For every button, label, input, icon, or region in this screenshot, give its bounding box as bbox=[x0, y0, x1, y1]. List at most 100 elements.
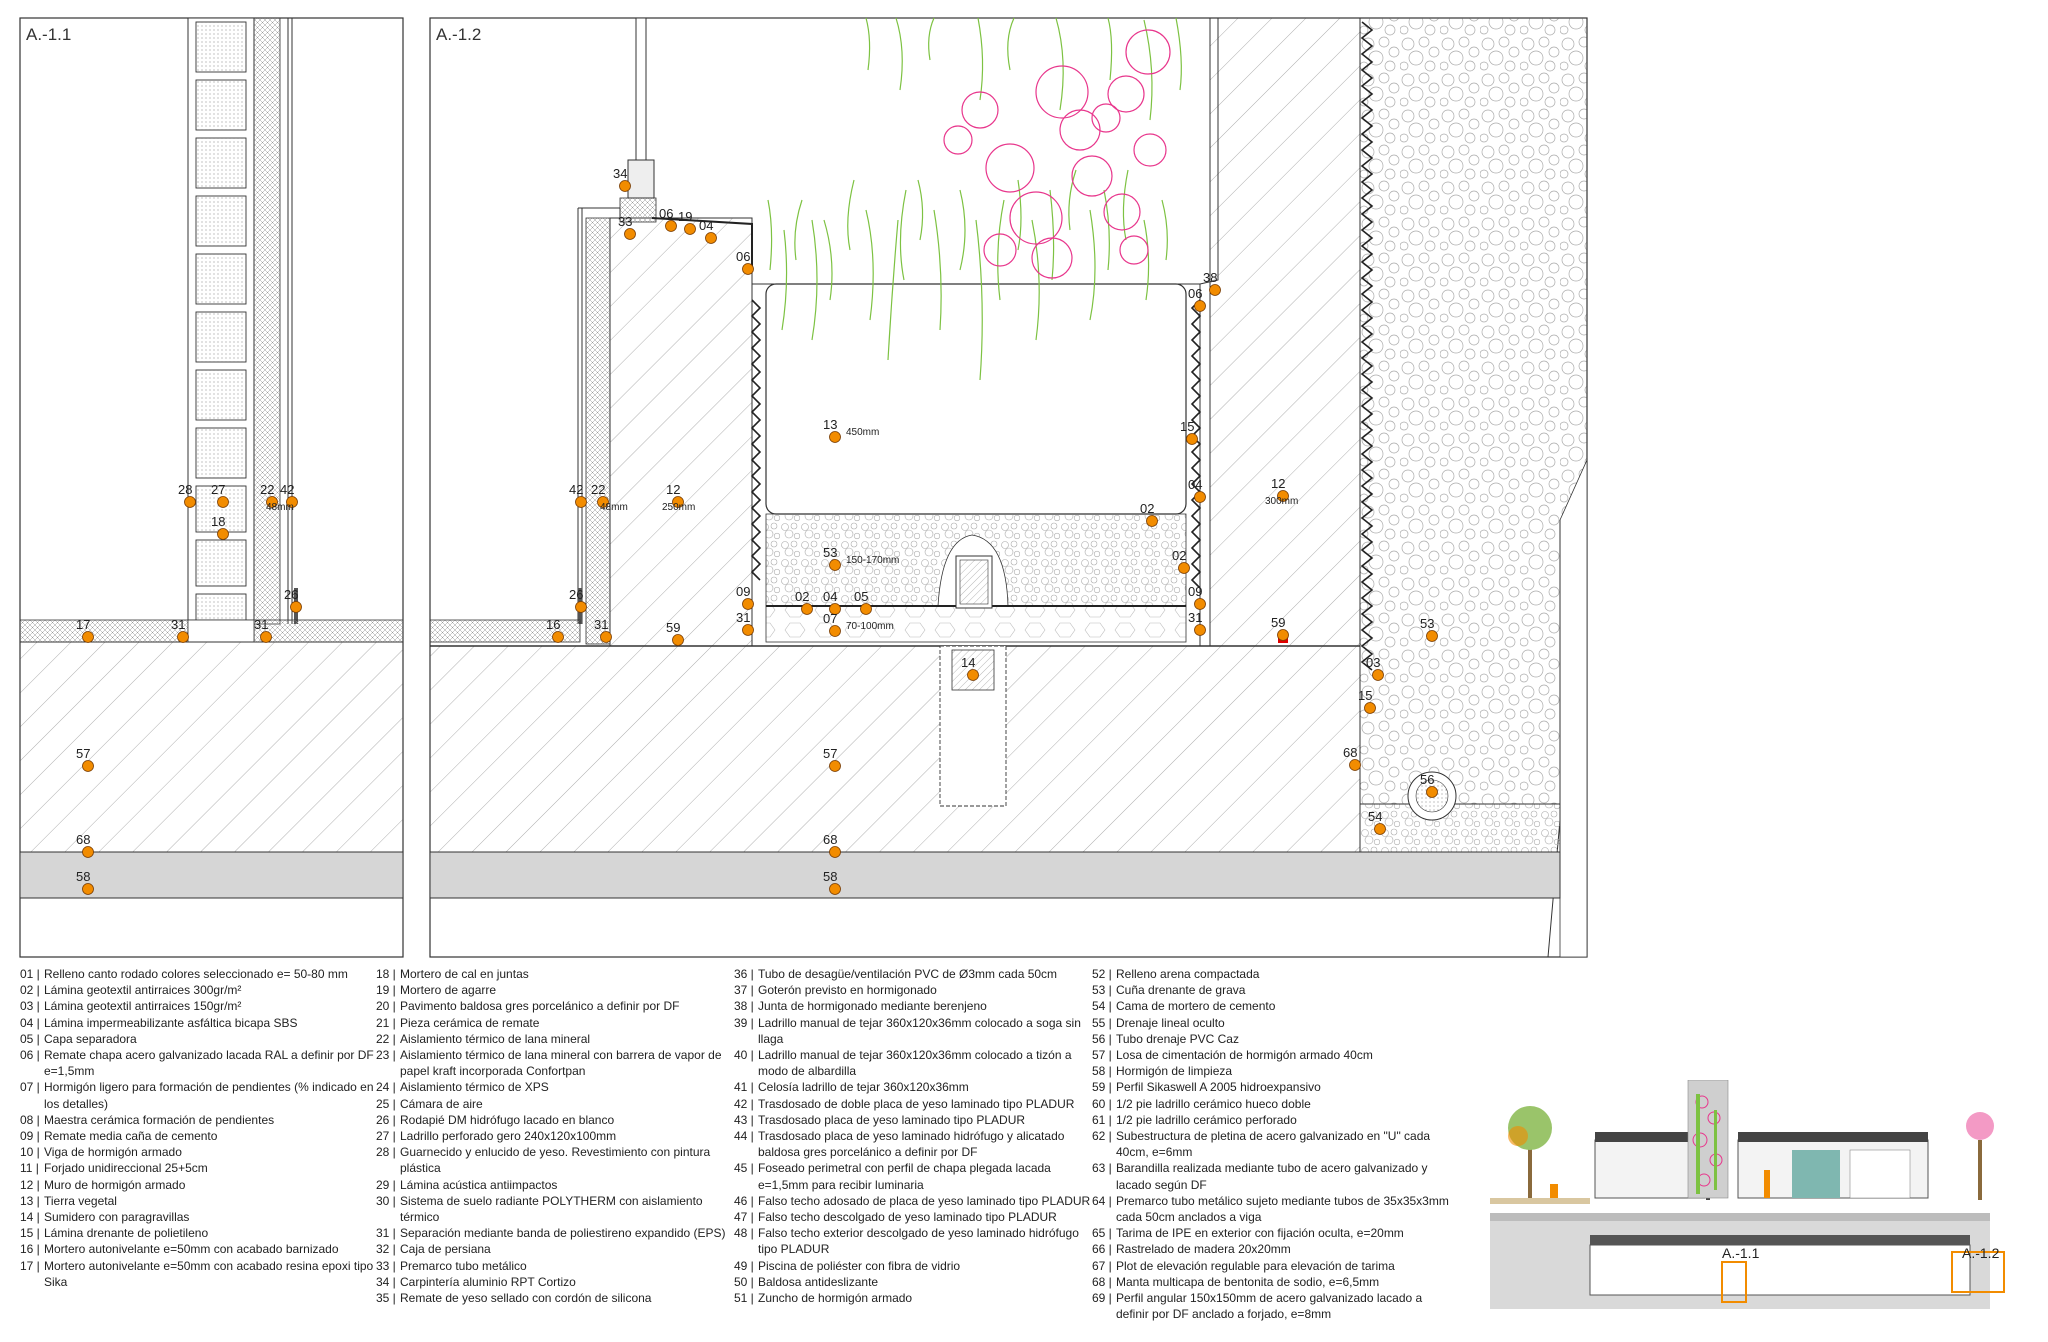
legend-item-text: Ladrillo perforado gero 240x120x100mm bbox=[400, 1129, 617, 1144]
legend-item-text: Drenaje lineal oculto bbox=[1116, 1015, 1225, 1030]
marker-label-31: 31 bbox=[254, 617, 268, 632]
legend-item-text: Carpintería aluminio RPT Cortizo bbox=[400, 1274, 576, 1289]
legend-item-number: 48 | bbox=[734, 1226, 754, 1241]
legend-item-number: 56 | bbox=[1092, 1031, 1112, 1046]
legend-item: 05 |Capa separadora bbox=[20, 1031, 386, 1047]
legend-item-number: 46 | bbox=[734, 1193, 754, 1208]
legend-item-text: Baldosa antideslizante bbox=[758, 1274, 879, 1289]
legend-item-number: 34 | bbox=[376, 1274, 396, 1289]
legend-item-text: Trasdosado placa de yeso laminado tipo P… bbox=[758, 1112, 1026, 1127]
legend-item-number: 28 | bbox=[376, 1145, 396, 1160]
legend-item-text: Lámina impermeabilizante asfáltica bicap… bbox=[44, 1015, 298, 1030]
legend-item-text: Sumidero con paragravillas bbox=[44, 1210, 190, 1225]
legend-item-text: Remate media caña de cemento bbox=[44, 1129, 218, 1144]
key-plan-label-1: A.-1.1 bbox=[1722, 1245, 1760, 1261]
marker-dot-57 bbox=[82, 760, 94, 772]
marker-label-12: 12 bbox=[1271, 476, 1285, 491]
marker-label-06: 06 bbox=[1188, 286, 1202, 301]
marker-label-16: 16 bbox=[546, 617, 560, 632]
legend-item: 04 | Lámina impermeabilizante asfáltica b… bbox=[20, 1015, 386, 1031]
legend-item-number: 42 | bbox=[734, 1096, 754, 1111]
dimension-label: 450mm bbox=[846, 427, 879, 438]
marker-dot-02 bbox=[801, 603, 813, 615]
legend-item-number: 16 | bbox=[20, 1242, 40, 1257]
marker-dot-34 bbox=[619, 180, 631, 192]
marker-dot-31 bbox=[742, 624, 754, 636]
drain-membrane-left bbox=[750, 299, 762, 581]
legend-item: 10 |Viga de hormigón armado bbox=[20, 1144, 386, 1160]
legend-item: 64 |Premarco tubo metálico sujeto median… bbox=[1092, 1193, 1458, 1225]
marker-dot-03 bbox=[1372, 669, 1384, 681]
key-plan-box-a-1-2 bbox=[1951, 1251, 2005, 1293]
legend-item-text: 1/2 pie ladrillo cerámico hueco doble bbox=[1116, 1096, 1311, 1111]
legend-item-text: Premarco tubo metálico bbox=[400, 1258, 527, 1273]
legend-item-number: 49 | bbox=[734, 1258, 754, 1273]
legend-item: 09 |Remate media caña de cemento bbox=[20, 1128, 386, 1144]
legend-item-number: 57 | bbox=[1092, 1048, 1112, 1063]
marker-label-03: 03 bbox=[1366, 655, 1380, 670]
legend-item-number: 47 | bbox=[734, 1210, 754, 1225]
legend-item-text: Aislamiento térmico de lana mineral con … bbox=[400, 1048, 722, 1079]
legend-item: 29 |Lámina acústica antiimpactos bbox=[376, 1177, 742, 1193]
legend-item: 27 |Ladrillo perforado gero 240x120x100m… bbox=[376, 1128, 742, 1144]
legend-item-text: Forjado unidireccional 25+5cm bbox=[44, 1161, 208, 1176]
legend-item: 13 |Tierra vegetal bbox=[20, 1193, 386, 1209]
legend-item-number: 69 | bbox=[1092, 1291, 1112, 1306]
legend-item-number: 12 | bbox=[20, 1177, 40, 1192]
marker-label-04: 04 bbox=[823, 589, 837, 604]
marker-label-57: 57 bbox=[823, 746, 837, 761]
legend-item-number: 36 | bbox=[734, 967, 754, 981]
marker-dot-59 bbox=[672, 634, 684, 646]
legend-item: 47 |Falso techo descolgado de yeso lamin… bbox=[734, 1209, 1100, 1225]
marker-dot-22 bbox=[266, 496, 278, 508]
marker-label-09: 09 bbox=[736, 584, 750, 599]
legend-item-number: 26 | bbox=[376, 1112, 396, 1127]
legend-item-text: Mortero autonivelante e=50mm con acabado… bbox=[44, 1258, 374, 1289]
marker-dot-17 bbox=[82, 631, 94, 643]
legend-item-number: 33 | bbox=[376, 1258, 396, 1273]
legend-item-number: 02 | bbox=[20, 983, 40, 998]
marker-dot-07 bbox=[829, 625, 841, 637]
marker-label-33: 33 bbox=[618, 214, 632, 229]
legend-item: 02 |Lámina geotextil antirraices 300gr/m… bbox=[20, 982, 386, 998]
marker-label-02: 02 bbox=[1140, 501, 1154, 516]
legend-item-text: Capa separadora bbox=[44, 1031, 137, 1046]
legend-item-text: Aislamiento térmico de lana mineral bbox=[400, 1031, 591, 1046]
legend-item-text: Tubo drenaje PVC Caz bbox=[1116, 1031, 1239, 1046]
legend-item-number: 45 | bbox=[734, 1161, 754, 1176]
marker-dot-04 bbox=[705, 232, 717, 244]
marker-dot-68 bbox=[1349, 759, 1361, 771]
marker-dot-28 bbox=[184, 496, 196, 508]
legend-item: 52 |Relleno arena compactada bbox=[1092, 966, 1458, 982]
marker-label-56: 56 bbox=[1420, 772, 1434, 787]
marker-dot-58 bbox=[829, 883, 841, 895]
dimension-label: 48mm bbox=[266, 502, 294, 513]
legend-item: 58 |Hormigón de limpieza bbox=[1092, 1063, 1458, 1079]
key-plan-label-2: A.-1.2 bbox=[1962, 1245, 2000, 1261]
marker-label-26: 26 bbox=[284, 587, 298, 602]
legend-item: 37 |Goterón previsto en hormigonado bbox=[734, 982, 1100, 998]
marker-dot-54 bbox=[1374, 823, 1386, 835]
panel-a-1-1: A.-1.1 bbox=[19, 17, 404, 958]
marker-label-05: 05 bbox=[854, 589, 868, 604]
dimension-label: 70-100mm bbox=[846, 621, 894, 632]
legend-item: 68 |Manta multicapa de bentonita de sodi… bbox=[1092, 1274, 1458, 1290]
legend-item-text: Relleno arena compactada bbox=[1116, 967, 1260, 981]
legend-item-number: 14 | bbox=[20, 1210, 40, 1225]
planting-grass bbox=[767, 17, 1182, 381]
legend-item: 57 |Losa de cimentación de hormigón arma… bbox=[1092, 1047, 1458, 1063]
marker-dot-31 bbox=[1194, 624, 1206, 636]
legend-item: 61 |1/2 pie ladrillo cerámico perforado bbox=[1092, 1112, 1458, 1128]
legend-item-text: Tarima de IPE en exterior con fijación o… bbox=[1116, 1226, 1404, 1241]
legend-item-number: 19 | bbox=[376, 983, 396, 998]
legend-item-number: 10 | bbox=[20, 1145, 40, 1160]
marker-label-42: 42 bbox=[569, 482, 583, 497]
legend-item-number: 04 | bbox=[20, 1015, 40, 1030]
legend-item-number: 21 | bbox=[376, 1015, 396, 1030]
marker-label-31: 31 bbox=[594, 617, 608, 632]
marker-label-12: 12 bbox=[666, 482, 680, 497]
legend-item-text: Piscina de poliéster con fibra de vidrio bbox=[758, 1258, 961, 1273]
legend-column-3: 36 |Tubo de desagüe/ventilación PVC de Ø… bbox=[734, 966, 1100, 1306]
